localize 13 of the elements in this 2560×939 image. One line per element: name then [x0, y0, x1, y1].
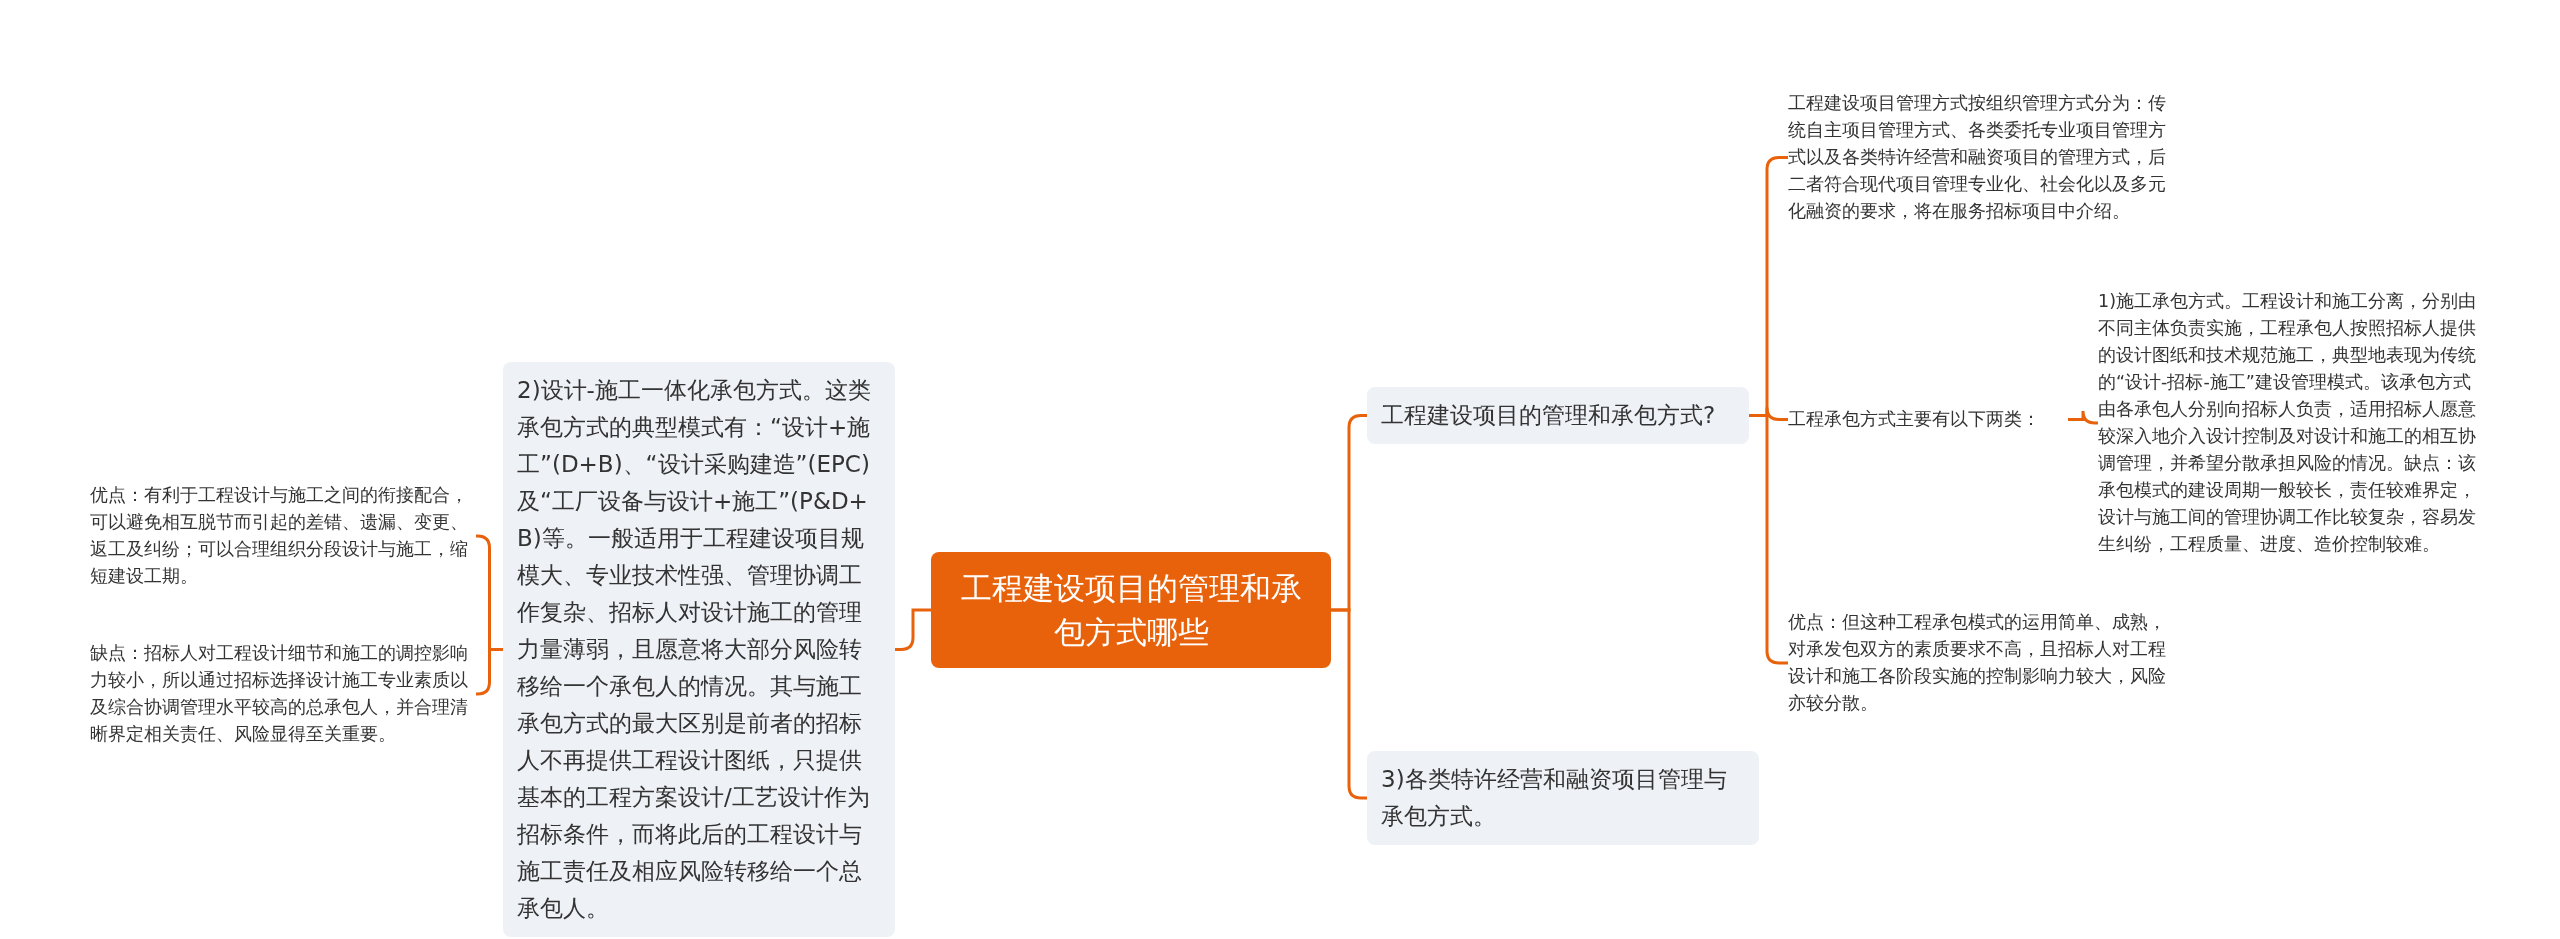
note-text: 工程承包方式主要有以下两类： — [1788, 406, 2068, 433]
note-text: 优点：有利于工程设计与施工之间的衔接配合，可以避免相互脱节而引起的差错、遗漏、变更、返工及纠纷；可以合理组织分段设计与施工，缩短建设工期。 — [90, 482, 476, 590]
connector-line — [1331, 608, 1367, 800]
note-text: 1)施工承包方式。工程设计和施工分离，分别由不同主体负责实施，工程承包人按照招标人提供的设计图纸和技术规范施工，典型地表现为传统的“设计-招标-施工”建设管理模式。该承包方式由各承包人分别向招标人负责，适用招标人愿意较深入地介入设计控制及对设计和施工的相互协调管理，并希望分散承担风险的情况。缺点：该承包模式的建设周期一般较长，责任较难界定，设计与施工间的管理协调工作比较复杂，容易发生纠纷，工程质量、进度、造价控制较难。 — [2098, 288, 2476, 558]
connector-line — [895, 608, 931, 651]
note-text: 缺点：招标人对工程设计细节和施工的调控影响力较小，所以通过招标选择设计施工专业素质以及综合协调管理水平较高的总承包人，并合理清晰界定相关责任、风险显得至关重要。 — [90, 640, 476, 748]
central-topic-box: 工程建设项目的管理和承包方式哪些 — [931, 552, 1331, 668]
note-text: 优点：但这种工程承包模式的运用简单、成熟，对承发包双方的素质要求不高，且招标人对工程设计和施工各阶段实施的控制影响力较大，风险亦较分散。 — [1788, 609, 2174, 717]
connector-line — [2068, 409, 2098, 425]
topic-box: 3)各类特许经营和融资项目管理与承包方式。 — [1367, 751, 1759, 845]
topic-box: 工程建设项目的管理和承包方式? — [1367, 387, 1749, 444]
note-text: 工程建设项目管理方式按组织管理方式分为：传统自主项目管理方式、各类委托专业项目管理方式以及各类特许经营和融资项目的管理方式，后二者符合现代项目管理专业化、社会化以及多元化融资的要求，将在服务招标项目中介绍。 — [1788, 90, 2174, 225]
topic-box: 2)设计-施工一体化承包方式。这类承包方式的典型模式有：“设计+施工”(D+B)、“设计采购建造”(EPC)及“工厂设备与设计+施工”(P&D+B)等。一般适用于工程建设项目规模大、专业技术性强、管理协调工作复杂、招标人对设计施工的管理力量薄弱，且愿意将大部分风险转移给一个承包人的情况。其与施工承包方式的最大区别是前者的招标人不再提供工程设计图纸，只提供基本的工程方案设计/工艺设计作为招标条件，而将此后的工程设计与施工责任及相应风险转移给一个总承包人。 — [503, 362, 895, 937]
